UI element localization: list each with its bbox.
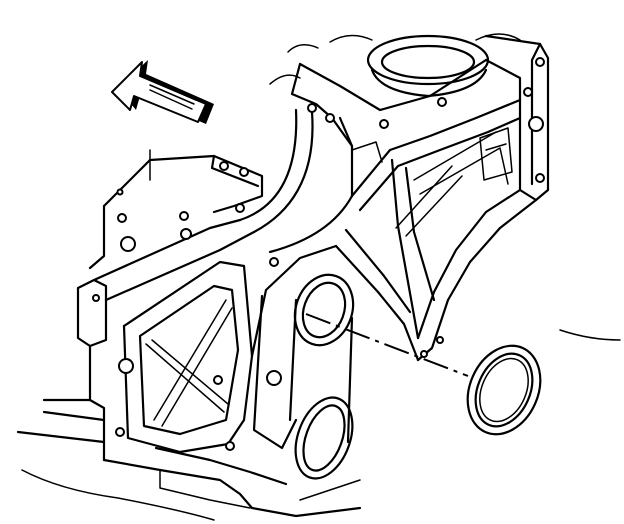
seal-ring-icon [466, 344, 542, 436]
center-axis [305, 313, 469, 377]
details [149, 44, 621, 501]
direction-arrow-icon [111, 60, 214, 124]
top-bore [329, 33, 521, 98]
gallery-bores [288, 273, 355, 480]
bolt-holes [92, 57, 545, 451]
block-outline [16, 34, 550, 521]
